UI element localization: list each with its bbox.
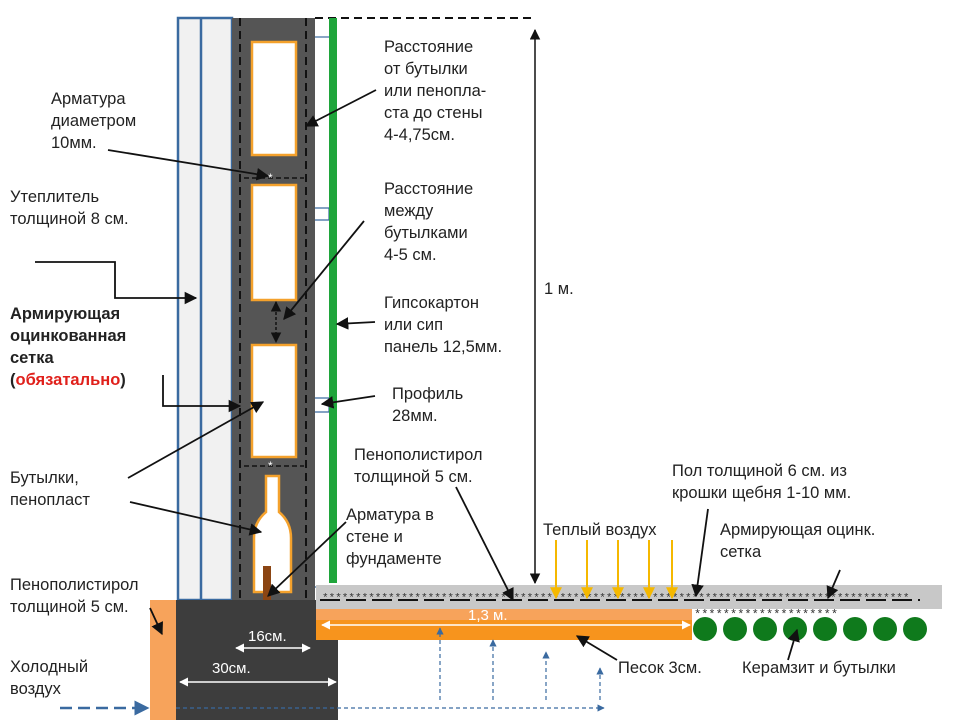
mesh-required-text: обязатально bbox=[15, 371, 121, 389]
mesh-label: Армирующая оцинкованная сетка (обязаталь… bbox=[10, 305, 127, 389]
clay-balls bbox=[693, 617, 927, 641]
foam-left-label: Пенополистирол толщиной 5 см. bbox=[10, 576, 139, 616]
warm-air-label: Теплый воздух bbox=[543, 521, 657, 539]
bottle-block-1 bbox=[250, 40, 298, 157]
floor-mesh-label: Армирующая оцинк. сетка bbox=[720, 521, 876, 561]
warm-air-arrows bbox=[550, 540, 678, 600]
rebar-star-1: * bbox=[268, 171, 273, 185]
bottle-block-3 bbox=[250, 343, 298, 459]
floor-width-label: 1,3 м. bbox=[468, 607, 508, 624]
bottle-block-2 bbox=[250, 183, 298, 302]
cold-air-label: Холодный воздух bbox=[10, 658, 89, 698]
insulation-layer bbox=[176, 16, 234, 602]
floor-label: Пол толщиной 6 см. из крошки щебня 1-10 … bbox=[672, 462, 852, 502]
rebar-label: Арматура диаметром 10мм. bbox=[51, 90, 137, 152]
height-label: 1 м. bbox=[544, 280, 574, 298]
cold-air-arrows bbox=[176, 627, 605, 712]
foam-floor bbox=[316, 609, 692, 620]
foundation-block bbox=[176, 600, 338, 720]
drywall-label: Гипсокартон или сип панель 12,5мм. bbox=[384, 294, 503, 356]
rebar-wall-label: Арматура в стене и фундаменте bbox=[346, 506, 442, 568]
bottles-label: Бутылки, пенопласт bbox=[10, 469, 90, 509]
distance-wall-label: Расстояние от бутылки или пенопла- ста д… bbox=[384, 38, 487, 144]
drywall-panel bbox=[329, 18, 337, 583]
width-16-label: 16см. bbox=[248, 628, 287, 645]
rebar-star-2: * bbox=[268, 459, 273, 473]
clay-label: Керамзит и бутылки bbox=[742, 659, 896, 677]
distance-bottles-label: Расстояние между бутылками 4-5 см. bbox=[384, 180, 474, 264]
width-30-label: 30см. bbox=[212, 660, 251, 677]
bottle-shape bbox=[252, 474, 293, 594]
profile-label: Профиль 28мм. bbox=[392, 385, 464, 425]
insulation-label: Утеплитель толщиной 8 см. bbox=[10, 188, 129, 228]
sand-label: Песок 3см. bbox=[618, 659, 702, 677]
leader-arrows bbox=[35, 89, 841, 661]
foam-floor-label: Пенополистирол толщиной 5 см. bbox=[354, 446, 483, 486]
rebar-vertical bbox=[263, 566, 271, 624]
foam-left bbox=[150, 600, 176, 720]
